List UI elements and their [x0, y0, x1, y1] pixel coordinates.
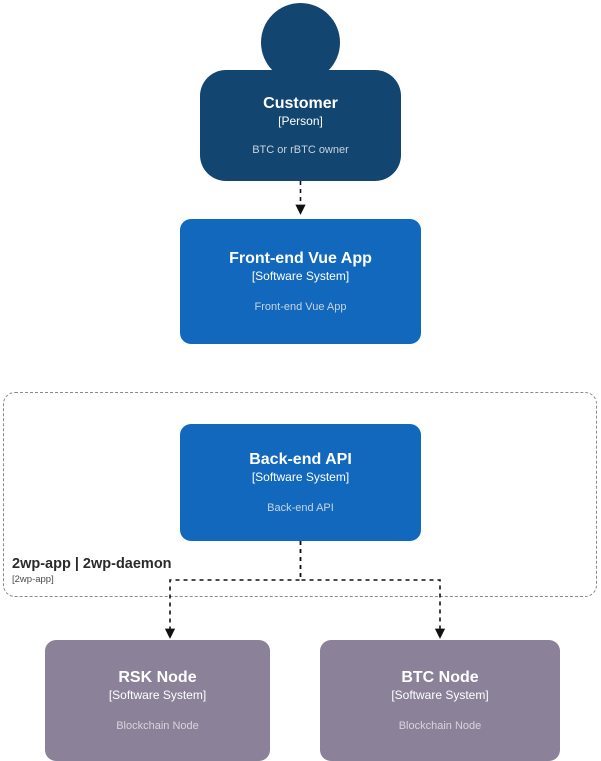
boundary-title: 2wp-app | 2wp-daemon [12, 556, 172, 572]
node-customer[interactable]: Customer [Person] BTC or rBTC owner [200, 70, 401, 181]
customer-description: BTC or rBTC owner [252, 143, 349, 156]
customer-name: Customer [263, 94, 338, 112]
backend-tech: [Software System] [251, 469, 350, 484]
customer-tech: [Person] [278, 113, 323, 128]
backend-name: Back-end API [249, 450, 352, 468]
frontend-description: Front-end Vue App [254, 300, 347, 313]
frontend-tech: [Software System] [251, 268, 350, 283]
rsk-node-name: RSK Node [118, 668, 197, 686]
rsk-node-description: Blockchain Node [116, 719, 199, 732]
btc-node-name: BTC Node [401, 668, 479, 686]
node-backend-api[interactable]: Back-end API [Software System] Back-end … [180, 424, 421, 541]
node-rsk-node[interactable]: RSK Node [Software System] Blockchain No… [45, 640, 270, 761]
frontend-name: Front-end Vue App [229, 249, 372, 267]
node-btc-node[interactable]: BTC Node [Software System] Blockchain No… [320, 640, 560, 761]
btc-node-tech: [Software System] [391, 687, 489, 702]
btc-node-description: Blockchain Node [398, 719, 482, 732]
backend-description: Back-end API [267, 501, 334, 514]
node-frontend-vue-app[interactable]: Front-end Vue App [Software System] Fron… [180, 219, 421, 344]
rsk-node-tech: [Software System] [108, 687, 207, 702]
boundary-label: 2wp-app | 2wp-daemon [2wp-app] [12, 556, 172, 586]
customer-person-head-icon [261, 3, 340, 82]
boundary-subtitle: [2wp-app] [12, 573, 54, 585]
